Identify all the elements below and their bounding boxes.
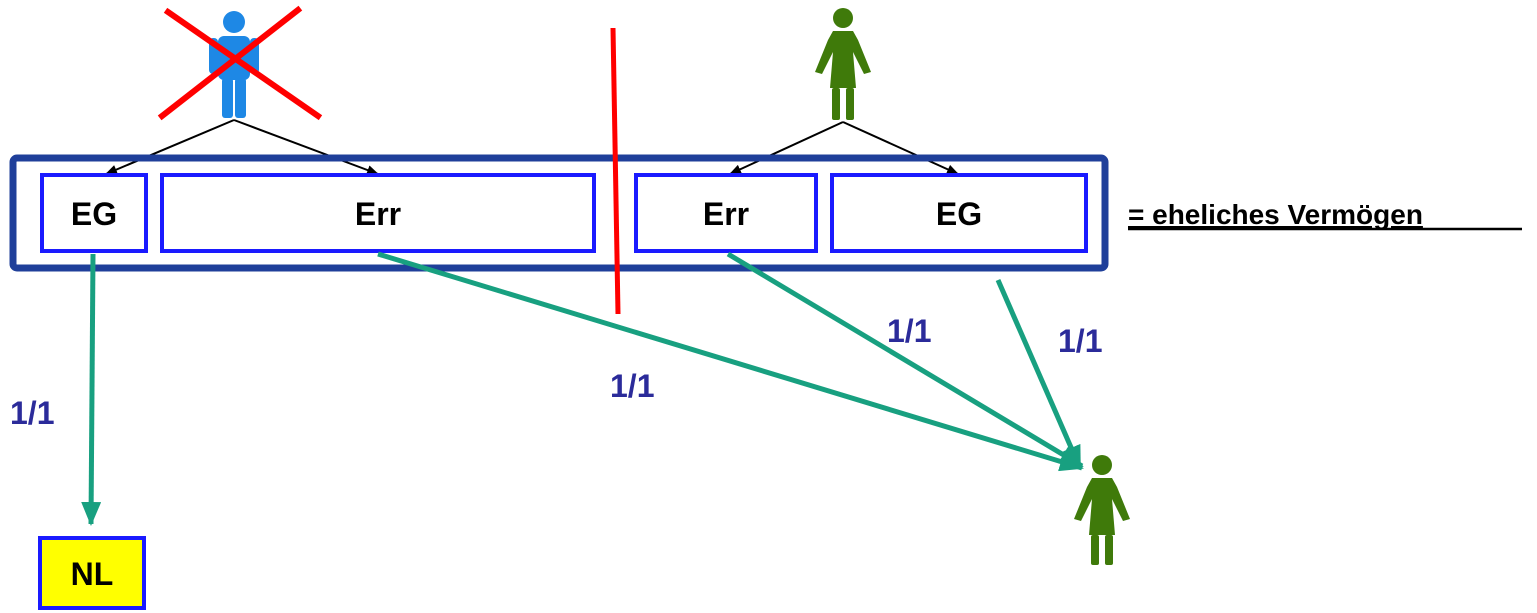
fraction-label-to-nl: 1/1	[10, 395, 54, 431]
arrow-deceased-to-err	[233, 119, 379, 175]
marital-assets-frame	[9, 154, 1109, 272]
source-arrows	[105, 119, 959, 175]
flow-arrow-right-err-to-heir	[726, 251, 1084, 469]
asset-box-left-err: Err	[160, 173, 596, 253]
cross-icon	[157, 5, 323, 121]
fraction-label-left-err: 1/1	[610, 368, 654, 404]
nl-box: NL	[38, 536, 146, 610]
asset-box-right-eg: EG	[830, 173, 1088, 253]
asset-box-left-eg: EG	[40, 173, 148, 253]
legend-text: = eheliches Vermögen	[1128, 199, 1423, 230]
arrow-spouse-to-eg	[842, 121, 959, 175]
box-label: Err	[703, 196, 749, 232]
heir-female-icon	[1074, 455, 1130, 565]
fraction-label-right-err: 1/1	[887, 313, 931, 349]
fraction-label-right-eg: 1/1	[1058, 323, 1102, 359]
flow-arrow-eg-to-nl	[81, 253, 102, 526]
box-label: EG	[936, 196, 982, 232]
divider-line	[610, 27, 621, 315]
arrow-spouse-to-err	[729, 121, 844, 175]
flow-arrow-left-err-to-heir	[377, 251, 1084, 472]
flow-arrows	[81, 251, 1084, 526]
box-label: EG	[71, 196, 117, 232]
deceased-person-icon	[157, 5, 323, 121]
flow-arrow-right-eg-to-heir	[995, 279, 1083, 470]
nl-label: NL	[71, 556, 114, 592]
arrow-deceased-to-eg	[105, 119, 235, 175]
asset-box-right-err: Err	[634, 173, 818, 253]
box-label: Err	[355, 196, 401, 232]
spouse-female-icon	[815, 8, 871, 120]
